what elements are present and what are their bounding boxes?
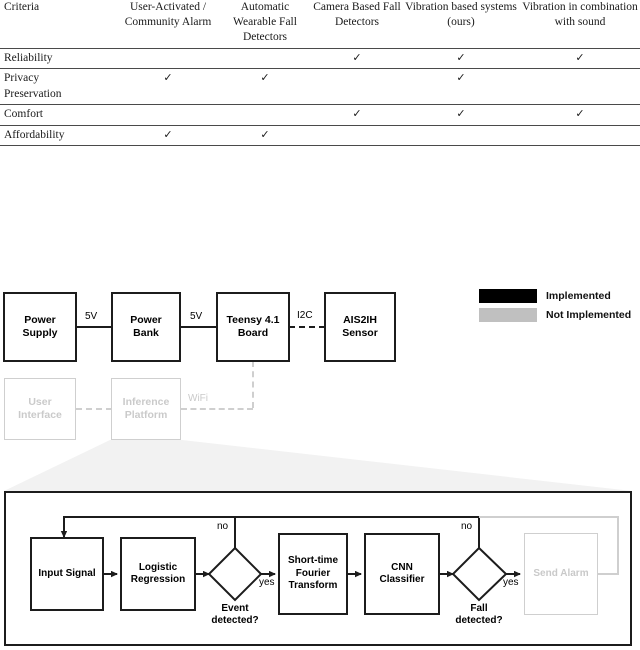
- cell-affordability-user-activated: ✓: [118, 124, 218, 146]
- table-row: Reliability ✓ ✓ ✓: [0, 47, 640, 69]
- connection-label-5v-supply-bank: 5V: [85, 311, 98, 322]
- cell-comfort-automatic-wearable: [218, 104, 312, 126]
- row-label-reliability: Reliability: [0, 47, 118, 69]
- flow-edge-label-fall-no: no: [461, 521, 473, 532]
- row-label-affordability: Affordability: [0, 124, 118, 146]
- column-header-vibration-ours: Vibration based systems (ours): [405, 1, 517, 29]
- flow-block-send-alarm[interactable]: Send Alarm: [524, 533, 598, 615]
- cell-privacy-vibration-ours: ✓: [402, 68, 520, 105]
- row-label-privacy-preservation: Privacy Preservation: [0, 68, 118, 105]
- cell-privacy-vibration-sound: [520, 68, 640, 105]
- connector-bank-to-teensy: [180, 326, 217, 328]
- cell-comfort-vibration-sound: ✓: [520, 104, 640, 126]
- flow-block-input-signal[interactable]: Input Signal: [30, 537, 104, 611]
- legend-item-implemented: Implemented: [479, 289, 631, 303]
- cell-reliability-camera-based: ✓: [312, 47, 402, 69]
- cell-privacy-camera-based: [312, 68, 402, 105]
- legend-swatch-implemented: [479, 289, 537, 303]
- cell-affordability-camera-based: [312, 124, 402, 146]
- flowchart-connectors: [60, 516, 619, 602]
- flow-block-input-signal-label: Input Signal: [38, 567, 96, 579]
- connector-wifi-horizontal: [181, 408, 253, 410]
- zoom-expansion-cone: [4, 440, 632, 491]
- flow-edge-label-event-yes: yes: [259, 577, 275, 588]
- table-row: Privacy Preservation ✓ ✓ ✓: [0, 68, 640, 105]
- connection-label-i2c: I2C: [297, 310, 313, 321]
- connector-teensy-wifi-vertical: [252, 361, 254, 408]
- cell-privacy-automatic-wearable: ✓: [218, 68, 312, 105]
- legend-swatch-not-implemented: [479, 308, 537, 322]
- cell-comfort-vibration-ours: ✓: [402, 104, 520, 126]
- column-header-criteria: Criteria: [4, 1, 40, 13]
- legend-item-not-implemented: Not Implemented: [479, 308, 631, 322]
- cell-reliability-user-activated: [118, 47, 218, 69]
- table-row: Affordability ✓ ✓: [0, 124, 640, 146]
- cell-affordability-vibration-ours: [402, 124, 520, 146]
- cell-reliability-automatic-wearable: [218, 47, 312, 69]
- cell-reliability-vibration-sound: ✓: [520, 47, 640, 69]
- column-header-vibration-sound: Vibration in combination with sound: [522, 1, 638, 29]
- column-header-automatic-wearable: Automatic Wearable Fall Detectors: [233, 1, 297, 44]
- cell-affordability-vibration-sound: [520, 124, 640, 146]
- column-header-user-activated: User-Activated / Community Alarm: [124, 1, 212, 29]
- cell-privacy-user-activated: ✓: [118, 68, 218, 105]
- row-label-comfort: Comfort: [0, 104, 118, 126]
- table-row: Comfort ✓ ✓ ✓: [0, 104, 640, 126]
- flow-edge-label-fall-yes: yes: [503, 577, 519, 588]
- criteria-comparison-table: Criteria User-Activated / Community Alar…: [0, 0, 640, 147]
- cell-affordability-automatic-wearable: ✓: [218, 124, 312, 146]
- column-header-camera-based: Camera Based Fall Detectors: [313, 1, 401, 29]
- legend-label-not-implemented: Not Implemented: [546, 309, 632, 321]
- connection-label-5v-bank-teensy: 5V: [190, 311, 203, 322]
- comparison-table: Criteria User-Activated / Community Alar…: [0, 0, 640, 147]
- cell-comfort-user-activated: [118, 104, 218, 126]
- cell-reliability-vibration-ours: ✓: [402, 47, 520, 69]
- connector-ui-to-inference: [76, 408, 112, 410]
- flow-block-send-alarm-label: Send Alarm: [533, 567, 589, 579]
- flow-edge-label-event-no: no: [217, 521, 229, 532]
- legend-label-implemented: Implemented: [546, 290, 611, 302]
- connection-label-wifi: WiFi: [188, 393, 208, 404]
- table-body: Reliability ✓ ✓ ✓ Privacy Preservation ✓…: [0, 47, 640, 147]
- legend: Implemented Not Implemented: [479, 289, 631, 327]
- table-bottom-rule: [0, 145, 640, 147]
- table-header: Criteria User-Activated / Community Alar…: [0, 0, 640, 48]
- cell-comfort-camera-based: ✓: [312, 104, 402, 126]
- connector-teensy-to-sensor-i2c: [289, 326, 325, 328]
- connector-supply-to-bank: [76, 326, 112, 328]
